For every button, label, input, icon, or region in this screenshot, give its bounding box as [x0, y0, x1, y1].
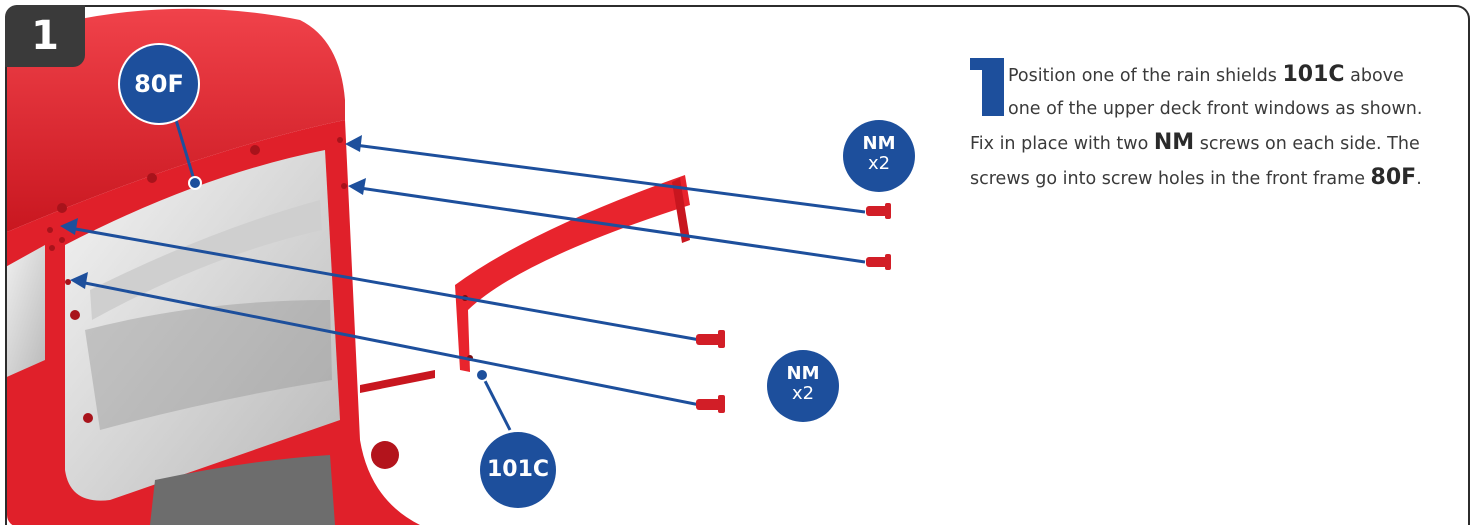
- instruction-part: .: [1416, 169, 1422, 189]
- screw-count: x2: [867, 153, 891, 174]
- screw-qty-callout-top: NM x2: [843, 120, 915, 192]
- rain-shield-part: [455, 175, 690, 372]
- part-ref-101c: 101C: [1282, 62, 1345, 87]
- instruction-text: Position one of the rain shields 101C ab…: [970, 58, 1440, 196]
- screw-code: NM: [786, 363, 820, 384]
- part-callout-101c: 101C: [480, 432, 556, 508]
- drop-cap-number: [970, 58, 1004, 116]
- part-code: 101C: [486, 457, 550, 482]
- bus-roof: [7, 8, 345, 235]
- screw-qty-callout-bottom: NM x2: [767, 350, 839, 422]
- part-callout-80f: 80F: [120, 45, 198, 123]
- screw-set: [696, 203, 891, 413]
- instruction-part: above one of the upper deck front window…: [970, 66, 1423, 154]
- step-number-badge: 1: [5, 5, 85, 67]
- part-ref-80f: 80F: [1370, 165, 1417, 190]
- instruction-part: screws on each side. The screws go into …: [970, 134, 1420, 189]
- screw-code: NM: [862, 133, 896, 154]
- screw-count: x2: [791, 383, 815, 404]
- part-ref-nm: NM: [1153, 130, 1195, 155]
- part-code: 80F: [134, 70, 184, 98]
- instruction-part: Position one of the rain shields: [1008, 66, 1283, 86]
